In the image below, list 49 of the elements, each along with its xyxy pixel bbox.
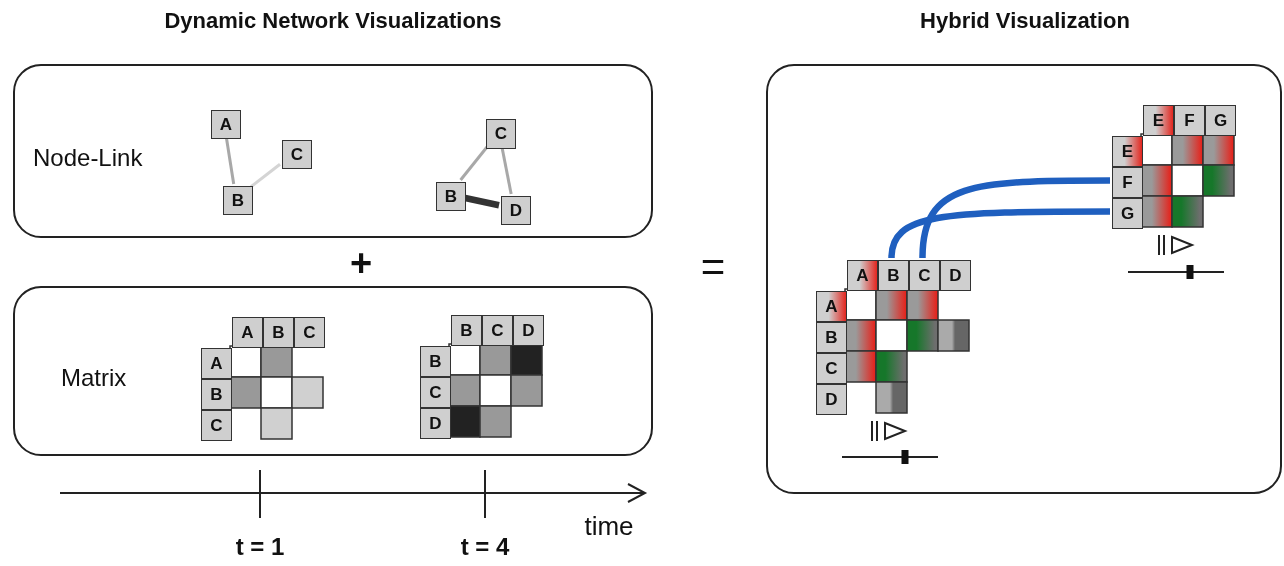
graph-node: B [436,182,466,211]
matrix-header-cell: D [420,408,451,439]
axis-label: time [584,511,634,542]
matrix-header-cell: B [451,315,482,346]
link-line [224,136,236,185]
graph-node: C [486,119,516,149]
matrix-header-cell: B [878,260,909,291]
matrix-header-cell: A [232,317,263,348]
plus-sign: + [349,242,373,285]
matrix-header-cell: B [420,346,451,377]
equals-sign: = [700,243,726,291]
matrix-header-cell: C [909,260,940,291]
matrix-header-cell: A [847,260,878,291]
panel-title: Node-Link [33,144,143,172]
graph-node: A [211,110,241,139]
heading: Dynamic Network Visualizations [164,8,502,34]
matrix-header-cell: F [1174,105,1205,136]
time-label: t = 1 [235,533,285,561]
panel [766,64,1282,494]
matrix-header-cell: C [201,410,232,441]
matrix-header-cell: C [816,353,847,384]
matrix-header-cell: B [263,317,294,348]
graph-node: C [282,140,312,169]
heading: Hybrid Visualization [920,8,1130,34]
matrix-header-cell: B [201,379,232,410]
matrix-header-cell: D [816,384,847,415]
panel [13,64,653,238]
link-line [500,146,513,195]
link-line [919,177,1110,259]
matrix-header-cell: A [816,291,847,322]
matrix-header-cell: A [201,348,232,379]
graph-node: D [501,196,531,225]
matrix-header-cell: D [940,260,971,291]
time-label: t = 4 [460,533,510,561]
matrix-header-cell: G [1205,105,1236,136]
matrix-header-cell: C [294,317,325,348]
panel-title: Matrix [61,364,127,392]
matrix-header-cell: E [1143,105,1174,136]
link-line [459,146,489,181]
graph-node: B [223,186,253,215]
link-line [463,194,500,209]
matrix-header-cell: F [1112,167,1143,198]
matrix-header-cell: B [816,322,847,353]
matrix-header-cell: E [1112,136,1143,167]
matrix-header-cell: D [513,315,544,346]
matrix-header-cell: G [1112,198,1143,229]
matrix-header-cell: C [420,377,451,408]
link-line [250,163,281,188]
matrix-header-cell: C [482,315,513,346]
